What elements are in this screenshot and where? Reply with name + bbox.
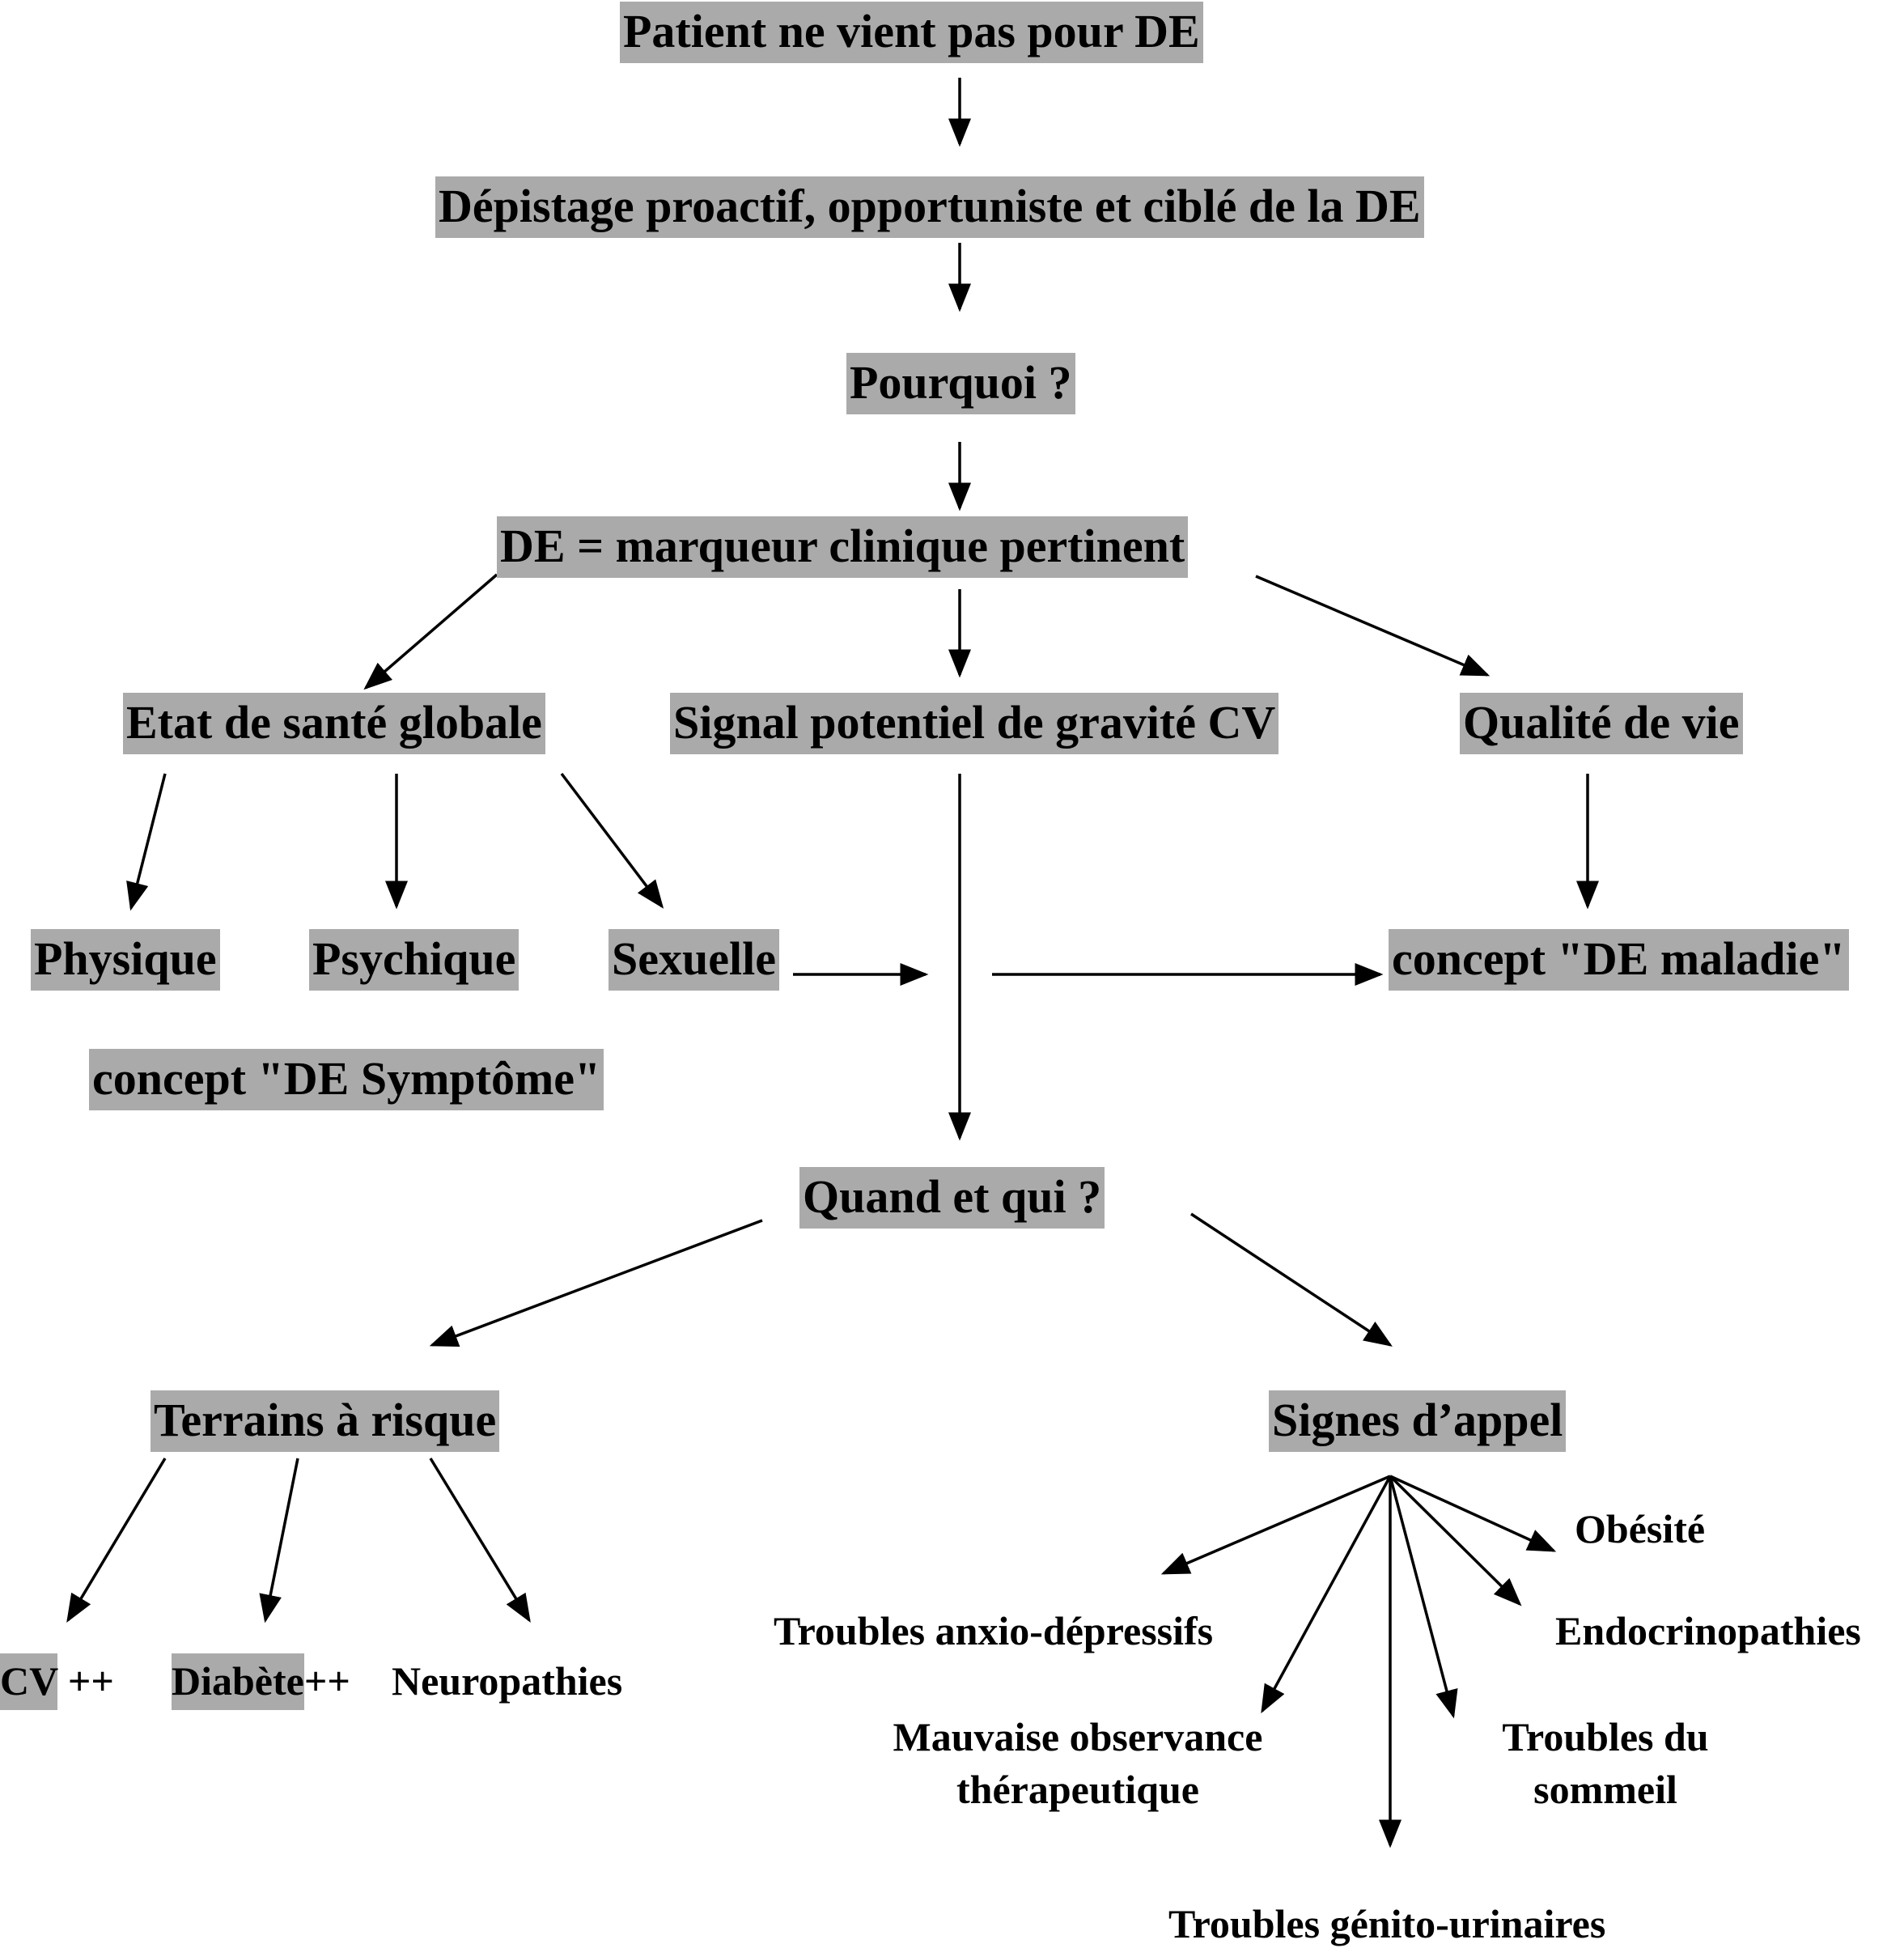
leaf-sommeil: Troubles du sommeil — [1484, 1711, 1727, 1816]
leaf-observance: Mauvaise observance thérapeutique — [876, 1711, 1280, 1816]
arrow-etat-physique — [126, 773, 167, 911]
arrow-etat-sexuelle — [560, 772, 664, 909]
leaf-observance-line2: thérapeutique — [956, 1767, 1199, 1812]
node-marqueur: DE = marqueur clinique pertinent — [497, 516, 1189, 578]
node-signal: Signal potentiel de gravité CV — [670, 693, 1279, 754]
arrow-marqueur-qualite — [1255, 575, 1491, 677]
arrow-signes-sommeil — [1389, 1475, 1458, 1719]
leaf-sommeil-line1: Troubles du — [1502, 1714, 1709, 1759]
leaf-sommeil-line2: sommeil — [1533, 1767, 1677, 1812]
arrow-quand-signes — [1190, 1212, 1393, 1347]
node-qualite: Qualité de vie — [1460, 693, 1743, 754]
node-concept-symptome: concept "DE Symptôme" — [89, 1049, 604, 1110]
leaf-neuropathies: Neuropathies — [392, 1658, 623, 1704]
node-patient: Patient ne vient pas pour DE — [620, 2, 1203, 63]
leaf-cv-label: CV — [0, 1653, 58, 1710]
leaf-endocrino: Endocrinopathies — [1555, 1608, 1861, 1653]
node-pourquoi: Pourquoi ? — [846, 353, 1075, 414]
arrow-terrains-cv — [66, 1458, 167, 1623]
leaf-diabete: Diabète++ — [172, 1653, 350, 1710]
arrow-terrains-diabete — [259, 1458, 299, 1623]
node-quand-qui: Quand et qui ? — [799, 1167, 1105, 1229]
node-terrains: Terrains à risque — [151, 1390, 500, 1452]
leaf-observance-line1: Mauvaise observance — [893, 1714, 1263, 1759]
node-concept-maladie: concept "DE maladie" — [1389, 929, 1849, 991]
arrow-marqueur-etat — [363, 573, 498, 690]
leaf-cv: CV ++ — [0, 1653, 114, 1710]
node-physique: Physique — [31, 929, 220, 991]
node-signes: Signes d’appel — [1269, 1390, 1567, 1452]
arrow-terrains-neuro — [429, 1458, 531, 1623]
leaf-anxio: Troubles anxio-dépressifs — [774, 1608, 1214, 1653]
node-psychique: Psychique — [309, 929, 519, 991]
arrow-signes-endocrino — [1389, 1475, 1522, 1606]
node-depistage: Dépistage proactif, opportuniste et cibl… — [435, 176, 1424, 238]
leaf-obesite: Obésité — [1575, 1506, 1706, 1551]
node-etat-sante: Etat de santé globale — [123, 693, 545, 754]
arrow-signes-anxio — [1160, 1475, 1391, 1575]
leaf-diabete-label: Diabète — [172, 1653, 304, 1710]
leaf-genito: Troubles génito-urinaires — [1168, 1901, 1606, 1946]
arrow-signes-observance — [1261, 1475, 1392, 1714]
arrow-signes-obesite — [1389, 1475, 1557, 1552]
leaf-diabete-suffix: ++ — [303, 1658, 350, 1704]
leaf-cv-suffix: ++ — [57, 1658, 114, 1704]
arrow-quand-terrains — [429, 1219, 763, 1347]
node-sexuelle: Sexuelle — [609, 929, 779, 991]
